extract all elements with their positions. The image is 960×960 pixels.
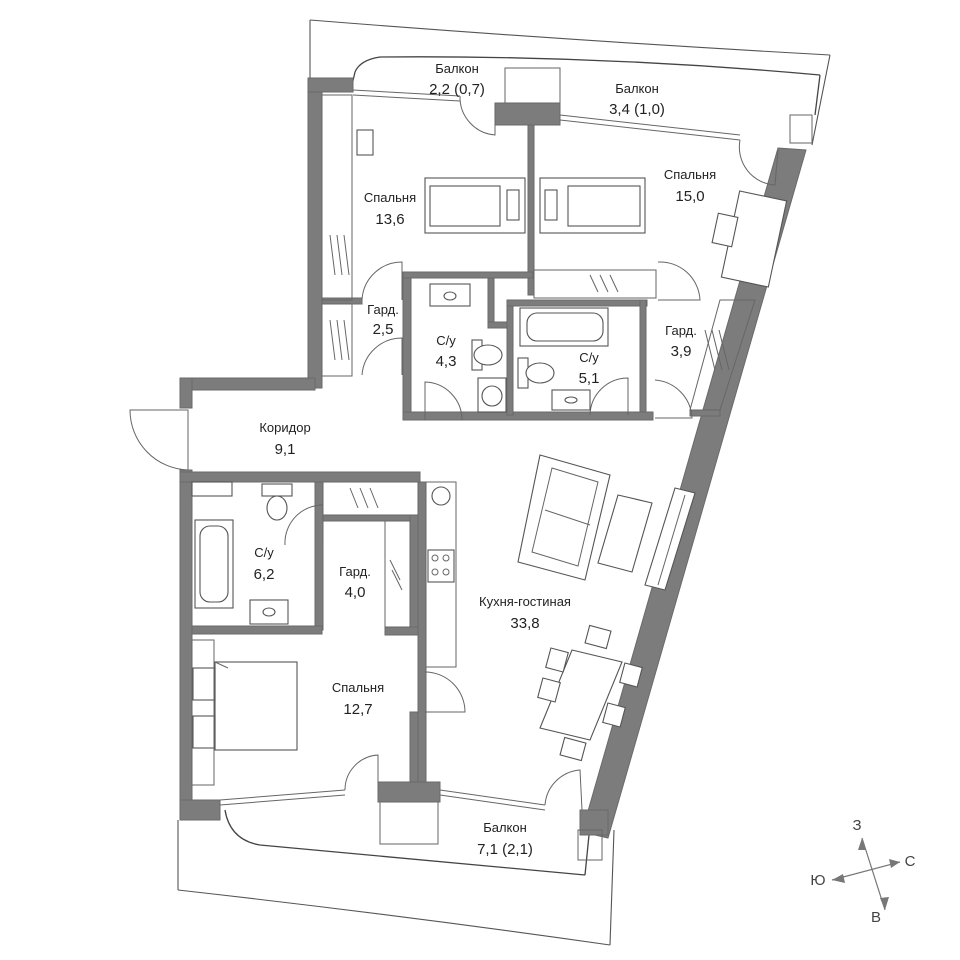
bedroom-bottom-name: Спальня — [332, 680, 384, 695]
bath-bottom-area: 6,2 — [254, 566, 275, 583]
furniture — [191, 67, 813, 861]
wardrobe-bottom-area: 4,0 — [345, 584, 366, 601]
kitchen-living-name: Кухня-гостиная — [479, 594, 571, 609]
balcony-top-right-area: 3,4 (1,0) — [609, 101, 665, 118]
wardrobe-bottom-name: Гард. — [339, 564, 371, 579]
balcony-top-left-name: Балкон — [435, 61, 479, 76]
bath-middle-area: 4,3 — [436, 353, 457, 370]
bath-bottom-name: С/у — [254, 545, 274, 560]
balcony-top-right-name: Балкон — [615, 81, 659, 96]
balcony-top-left-area: 2,2 (0,7) — [429, 81, 485, 98]
wardrobe-right-name: Гард. — [665, 323, 697, 338]
compass-arrow-east-icon — [889, 859, 900, 868]
bath-right-area: 5,1 — [579, 370, 600, 387]
bedroom-top-left-area: 13,6 — [375, 211, 404, 228]
corridor-name: Коридор — [259, 420, 310, 435]
bedroom-top-right-name: Спальня — [664, 167, 716, 182]
compass-north: З — [852, 817, 861, 834]
balcony-bottom-area: 7,1 (2,1) — [477, 841, 533, 858]
compass: З С Ю В — [810, 817, 915, 926]
compass-east: С — [905, 853, 916, 870]
balcony-rails — [224, 56, 821, 876]
balcony-bottom-name: Балкон — [483, 820, 527, 835]
compass-arrow-north-icon — [858, 838, 866, 850]
compass-arrow-west-icon — [832, 874, 845, 883]
wardrobe-left-name: Гард. — [367, 302, 399, 317]
door-swings — [129, 95, 779, 811]
bath-right-name: С/у — [579, 350, 599, 365]
bath-middle-name: С/у — [436, 333, 456, 348]
bedroom-top-left-name: Спальня — [364, 190, 416, 205]
bedroom-bottom-area: 12,7 — [343, 701, 372, 718]
wardrobe-right-area: 3,9 — [671, 343, 692, 360]
wardrobe-left-area: 2,5 — [373, 321, 394, 338]
bedroom-top-right-area: 15,0 — [675, 188, 704, 205]
compass-south: В — [871, 909, 881, 926]
room-labels: Балкон 2,2 (0,7) Балкон 3,4 (1,0) Спальн… — [254, 61, 717, 858]
kitchen-living-area: 33,8 — [510, 615, 539, 632]
compass-arrow-south-icon — [880, 897, 889, 910]
outer-boundary — [177, 19, 831, 946]
corridor-area: 9,1 — [275, 441, 296, 458]
compass-west: Ю — [810, 872, 825, 889]
